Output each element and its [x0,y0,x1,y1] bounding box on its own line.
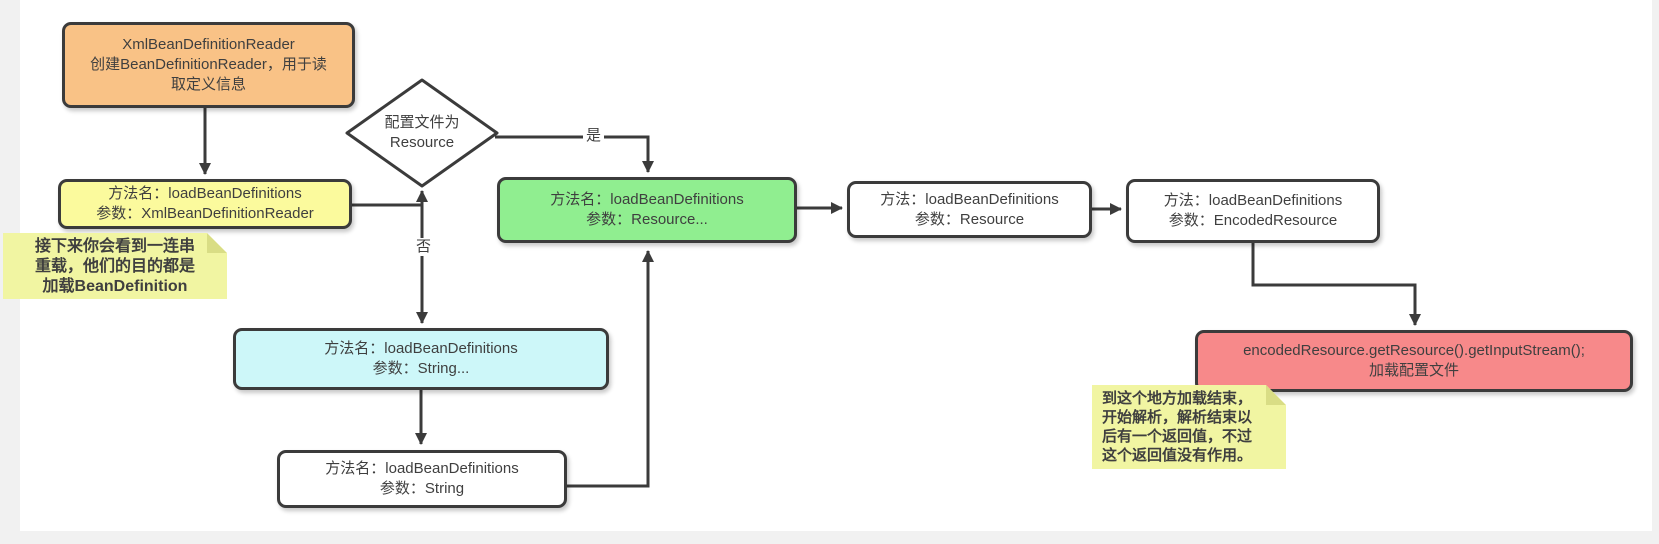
decision-label: 配置文件为 Resource [352,113,492,153]
node-loadbeandefinitions-encodedresource: 方法：loadBeanDefinitions 参数：EncodedResourc… [1126,179,1380,243]
node-text-line: 参数：String... [372,360,470,377]
node-text-line: 参数：Resource [914,210,1025,228]
node-text-line: 取定义信息 [170,76,246,93]
node-text-line: 参数：String [379,480,465,497]
node-text-line: encodedResource.getResource().getInputSt… [1243,342,1585,359]
node-loadbeandefinitions-resource: 方法：loadBeanDefinitions 参数：Resource [847,181,1092,238]
edge-label-no: 否 [413,238,435,256]
sticky-note-parse-result: 到这个地方加载结束， 开始解析，解析结束以 后有一个返回值，不过 这个返回值没有… [1092,385,1286,469]
node-loadbeandefinitions-resource-overload: 方法名：loadBeanDefinitions 参数：Resource... [497,177,797,243]
decision-text-line: 配置文件为 [384,114,460,131]
sticky-note-overloads: 接下来你会看到一连串 重载，他们的目的都是 加载BeanDefinition [3,233,227,299]
node-text-line: 参数：Resource... [586,211,708,228]
node-text-line: 方法名：loadBeanDefinitions [550,191,744,208]
node-xmlbeandefinitionreader: XmlBeanDefinitionReader 创建BeanDefinition… [62,22,355,108]
arrow-loadstring-to-resourceoverload [567,250,654,488]
node-text-line: 方法名：loadBeanDefinitions [108,185,302,202]
node-text-line: 方法名：loadBeanDefinitions [324,340,518,357]
node-text-line: 创建BeanDefinitionReader，用于读 [90,56,327,73]
note-text-line: 后有一个返回值，不过 [1102,428,1253,445]
node-loadbeandefinitions-string: 方法名：loadBeanDefinitions 参数：String [277,450,567,508]
node-text-line: 参数：EncodedResource [1168,212,1338,229]
decision-text-line: Resource [389,134,455,151]
node-getinputstream: encodedResource.getResource().getInputSt… [1195,330,1633,392]
decision-diamond [345,78,499,188]
edge-label-yes: 是 [583,127,605,145]
node-loadbeandefinitions-string-overload: 方法名：loadBeanDefinitions 参数：String... [233,328,609,390]
node-text-line: XmlBeanDefinitionReader [122,36,295,53]
note-text-line: 接下来你会看到一连串 [34,238,195,255]
arrow-loadencoded-to-getstream [1251,243,1421,326]
note-text-line: 这个返回值没有作用。 [1102,447,1253,464]
note-text-line: 开始解析，解析结束以 [1102,409,1253,426]
node-loadbeandefinitions-xmlreader: 方法名：loadBeanDefinitions 参数：XmlBeanDefini… [58,179,352,229]
node-text-line: 参数：XmlBeanDefinitionReader [96,205,314,222]
node-text-line: 方法名：loadBeanDefinitions [325,460,519,477]
node-text-line: 方法：loadBeanDefinitions [1163,192,1343,209]
arrow-decision-yes-to-resourceoverload [495,135,654,173]
note-text-line: 加载BeanDefinition [42,278,188,295]
node-text-line: 方法：loadBeanDefinitions [880,190,1059,208]
note-text-line: 到这个地方加载结束， [1102,390,1253,407]
node-text-line: 加载配置文件 [1368,362,1459,379]
note-text-line: 重载，他们的目的都是 [34,258,195,275]
